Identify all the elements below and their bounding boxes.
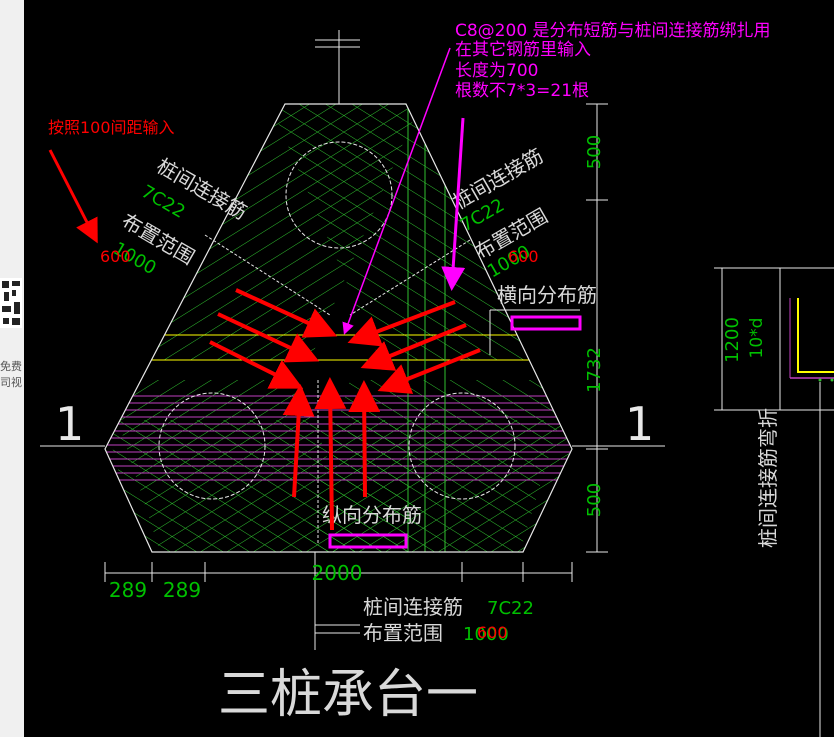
qr-code-icon	[0, 278, 22, 328]
magenta-leader-arrow	[342, 47, 451, 335]
dim-width: 2000	[312, 561, 363, 585]
note-magenta-line3: 长度为700	[455, 61, 538, 81]
dim-left-b: 289	[163, 578, 201, 602]
bottom-red-value: 600	[477, 623, 508, 642]
dim-bottom: 500	[584, 483, 605, 517]
right-red-value: 600	[508, 247, 539, 266]
horizontal-rebar-label: 横向分布筋	[497, 283, 597, 307]
side-panel: 免费 司视	[0, 0, 24, 737]
red-arrows	[209, 288, 481, 531]
bottom-green-value: 1000	[463, 624, 509, 645]
pile-circle-right	[408, 392, 516, 500]
side-panel-text-1: 免费	[0, 360, 22, 373]
red-note-arrow	[48, 149, 98, 244]
left-red-value: 600	[100, 247, 131, 266]
side-panel-text-2: 司视	[0, 376, 22, 389]
bend-detail	[714, 267, 834, 737]
pile-circle-top	[285, 141, 393, 249]
note-red: 按照100间距输入	[48, 118, 175, 137]
section-mark-left: 1	[55, 397, 84, 451]
vertical-rebar-box[interactable]	[328, 533, 408, 549]
drawing-title: 三桩承台一	[218, 665, 478, 725]
section-mark-right: 1	[625, 397, 654, 451]
horizontal-rebar-box[interactable]	[510, 315, 582, 331]
note-magenta-line1: C8@200 是分布短筋与桩间连接筋绑扎用	[455, 21, 771, 41]
bottom-label-2: 布置范围	[363, 621, 443, 645]
dim-left-a: 289	[109, 578, 147, 602]
magenta-arrow	[441, 117, 466, 291]
bottom-rebar: 7C22	[487, 598, 534, 619]
note-magenta-line2: 在其它钢筋里输入	[455, 40, 591, 60]
horizontal-bars	[105, 395, 572, 481]
detail-label: 桩间连接筋弯折	[756, 408, 780, 548]
vertical-rebar-label: 纵向分布筋	[322, 503, 422, 527]
dimension-bottom	[104, 562, 573, 582]
detail-height: 1200	[722, 317, 743, 363]
pile-cap-outline	[104, 103, 573, 553]
dim-middle: 1732	[584, 347, 605, 393]
hatch-band-top-2	[150, 104, 420, 360]
pile-circle-left	[158, 392, 266, 500]
bottom-label-1: 桩间连接筋	[363, 595, 463, 619]
note-magenta-line4: 根数不7*3=21根	[455, 81, 589, 101]
hatch-band-right-2	[330, 420, 572, 552]
detail-length: 10*d	[747, 318, 767, 359]
dim-top: 500	[584, 135, 605, 169]
dimension-right	[586, 103, 608, 553]
